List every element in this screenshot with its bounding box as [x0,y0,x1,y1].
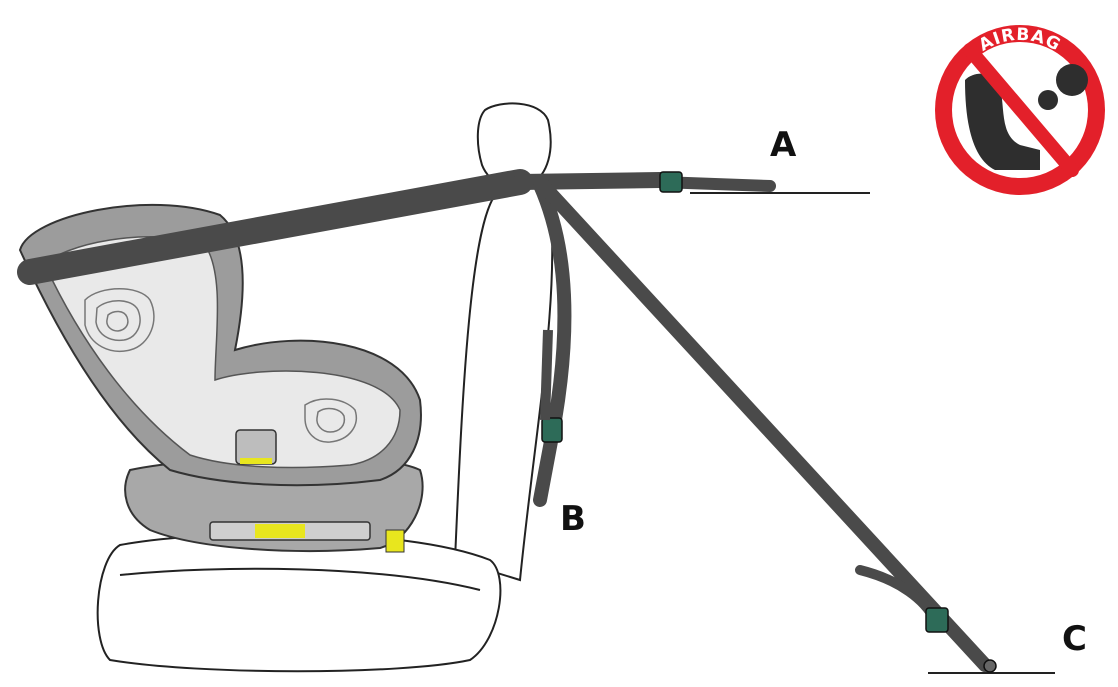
belt-diagonal [17,169,533,285]
label-a: A [770,125,797,165]
vehicle-seat [96,102,554,673]
child-seat [18,203,424,553]
support-indicator [385,529,405,553]
seat-belt [17,169,997,673]
harness-buckle-tab [240,458,272,464]
no-airbag-warning-icon: AIRBAG [935,25,1105,195]
belt-buckle-a [659,171,683,193]
belt-buckle-b [541,417,563,443]
label-b: B [560,499,586,539]
anchor-hook-c [983,659,997,673]
belt-strap-c [533,175,992,672]
isofix-indicator [255,524,305,538]
belt-buckle-c [925,607,949,633]
belt-strap-b [533,178,572,507]
label-c: C [1062,619,1087,659]
